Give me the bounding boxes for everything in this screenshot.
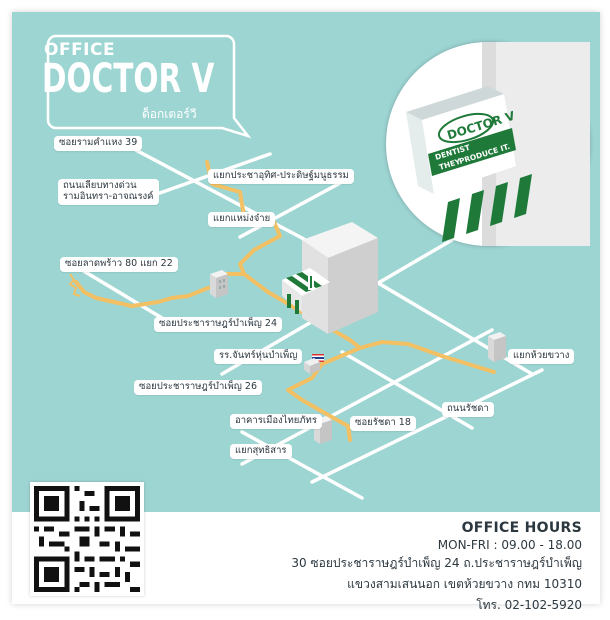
office-hours-title: OFFICE HOURS <box>461 520 582 536</box>
route-path-3 <box>358 340 496 374</box>
awning <box>282 268 330 314</box>
logo-doctor-text: DOCTOR V <box>42 56 215 102</box>
building-lat-phrao <box>210 270 228 298</box>
sign-illustration: DOCTOR V DENTIST THEY PRODUCE IT. <box>406 42 590 246</box>
road-pradit <box>238 180 344 239</box>
qr-code-icon[interactable] <box>30 482 144 596</box>
logo-speech-bubble <box>46 34 252 139</box>
label-ram-khamhaeng: ซอยรามคำแหง 39 <box>54 136 143 151</box>
office-address-line2: แขวงสามเสนนอก เขตห้วยขวาง กทม 10310 <box>347 577 582 591</box>
road-ratchada <box>240 328 494 466</box>
route-start-scribble <box>68 273 81 297</box>
road-ratchada-2 <box>310 368 544 484</box>
label-lat-phrao: ซอยลาดพร้าว 80 แยก 22 <box>60 257 178 272</box>
label-pradit: แยกประชาอุทิศ-ประดิษฐ์มนูธรรม <box>208 169 354 184</box>
office-building-icon <box>282 222 378 334</box>
label-school: รร.จันทร์หุ่นบำเพ็ญ <box>214 349 303 364</box>
label-ratchada: ถนนรัชดา <box>442 402 494 417</box>
label-liab-duan: ถนนเลียบทางด่วน รามอินทรา-อาจณรงค์ <box>58 179 159 205</box>
label-muang-thai: อาคารเมืองไทยภัทร <box>230 414 322 429</box>
label-soi-ratchada: ซอยรัชดา 18 <box>350 416 416 431</box>
label-ramindra-line2: รามอินทรา-อาจณรงค์ <box>63 190 154 202</box>
label-soi26: ซอยประชาราษฎร์บำเพ็ญ 26 <box>134 380 262 395</box>
office-hours-time: MON-FRI : 09.00 - 18.00 <box>437 538 582 552</box>
label-soi24: ซอยประชาราษฎร์บำเพ็ญ 24 <box>154 317 282 332</box>
building-huai-khwang <box>488 332 506 362</box>
road-suthisan <box>240 430 364 500</box>
sign-zoom-circle: DOCTOR V DENTIST THEY PRODUCE IT. <box>386 42 590 246</box>
label-liab-duan-line1: ถนนเลียบทางด่วน <box>63 180 137 191</box>
label-laem-chang: แยกแหม่งจ๋าย <box>208 212 276 227</box>
logo-thai-text: ด็อกเตอร์วี <box>142 107 197 121</box>
thai-flag-icon <box>304 354 324 374</box>
logo-office-text: OFFICE <box>44 40 116 60</box>
office-phone[interactable]: โทร. 02-102-5920 <box>476 598 582 612</box>
label-suthisan: แยกสุทธิสาร <box>230 444 292 459</box>
office-address-line1: 30 ซอยประชาราษฎร์บำเพ็ญ 24 ถ.ประชาราษฎร์… <box>291 556 582 570</box>
office-info: OFFICE HOURS MON-FRI : 09.00 - 18.00 30 … <box>291 520 582 615</box>
map-card: OFFICE DOCTOR V ด็อกเตอร์วี ซอยรามคำแหง … <box>12 12 600 612</box>
label-huai-khwang: แยกห้วยขวาง <box>508 349 575 364</box>
qr-code-pattern <box>34 486 140 592</box>
